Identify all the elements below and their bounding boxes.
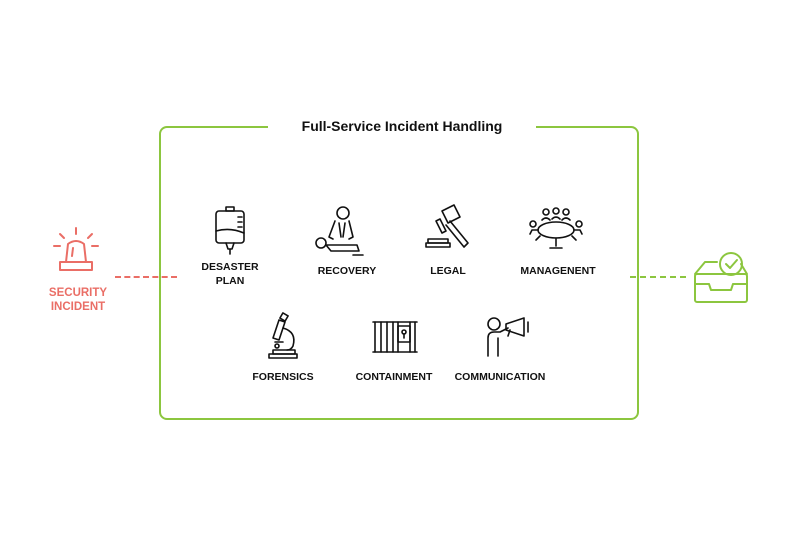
service-label-communication: COMMUNICATION [454,371,546,383]
incident-label: SECURITY INCIDENT [48,287,108,313]
cpr-icon [313,205,365,257]
service-label-management: MANAGENENT [520,265,596,277]
incident-connector [115,276,177,278]
iv-bag-icon [212,205,248,255]
resolved-connector [630,276,686,278]
gavel-icon [424,203,472,251]
service-label-recovery: RECOVERY [317,265,377,277]
megaphone-person-icon [484,316,530,358]
diagram-title: Full-Service Incident Handling [268,116,536,136]
service-label-forensics: FORENSICS [252,371,314,383]
service-label-containment: CONTAINMENT [355,371,433,383]
service-label-legal: LEGAL [430,265,466,277]
meeting-table-icon [528,206,584,252]
alarm-siren-icon [52,226,100,274]
microscope-icon [265,312,301,360]
inbox-check-icon [693,250,749,306]
jail-bars-icon [372,320,418,354]
service-label-desaster-plan: DESASTER PLAN [201,261,259,287]
